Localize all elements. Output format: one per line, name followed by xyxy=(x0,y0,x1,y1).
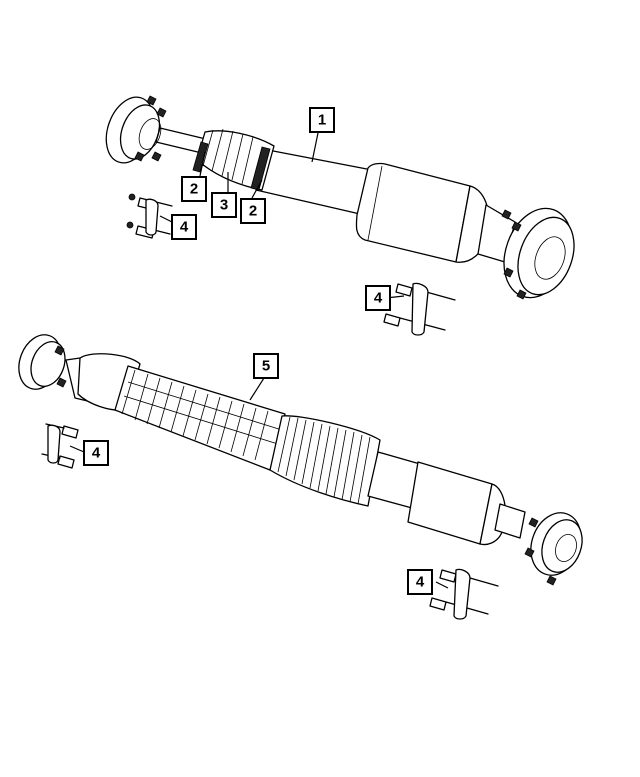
svg-text:4: 4 xyxy=(92,445,101,462)
callout-3: 3 xyxy=(211,192,237,218)
svg-text:2: 2 xyxy=(190,181,198,198)
svg-text:4: 4 xyxy=(180,219,189,236)
bolt-set-upper-right xyxy=(383,282,456,336)
svg-text:4: 4 xyxy=(374,290,383,307)
bolt-set-upper-left xyxy=(126,193,173,239)
bolt-set-lower-left xyxy=(41,423,79,469)
svg-text:5: 5 xyxy=(262,358,270,375)
svg-text:2: 2 xyxy=(249,203,257,220)
callout-4-lower-right: 4 xyxy=(407,569,433,595)
svg-text:3: 3 xyxy=(220,197,228,214)
front-driveshaft-assembly xyxy=(105,95,575,300)
callout-4-upper-right: 4 xyxy=(365,285,391,311)
svg-text:4: 4 xyxy=(416,574,425,591)
svg-text:1: 1 xyxy=(318,112,326,129)
callout-4-lower-left: 4 xyxy=(83,440,109,466)
bolt-set-lower-right xyxy=(429,568,499,620)
callout-1: 1 xyxy=(309,107,335,133)
rear-driveshaft-assembly xyxy=(18,334,583,586)
callout-5: 5 xyxy=(253,353,279,379)
callout-2-right: 2 xyxy=(240,198,266,224)
callout-4-upper-left: 4 xyxy=(171,214,197,240)
callout-2-left: 2 xyxy=(181,176,207,202)
